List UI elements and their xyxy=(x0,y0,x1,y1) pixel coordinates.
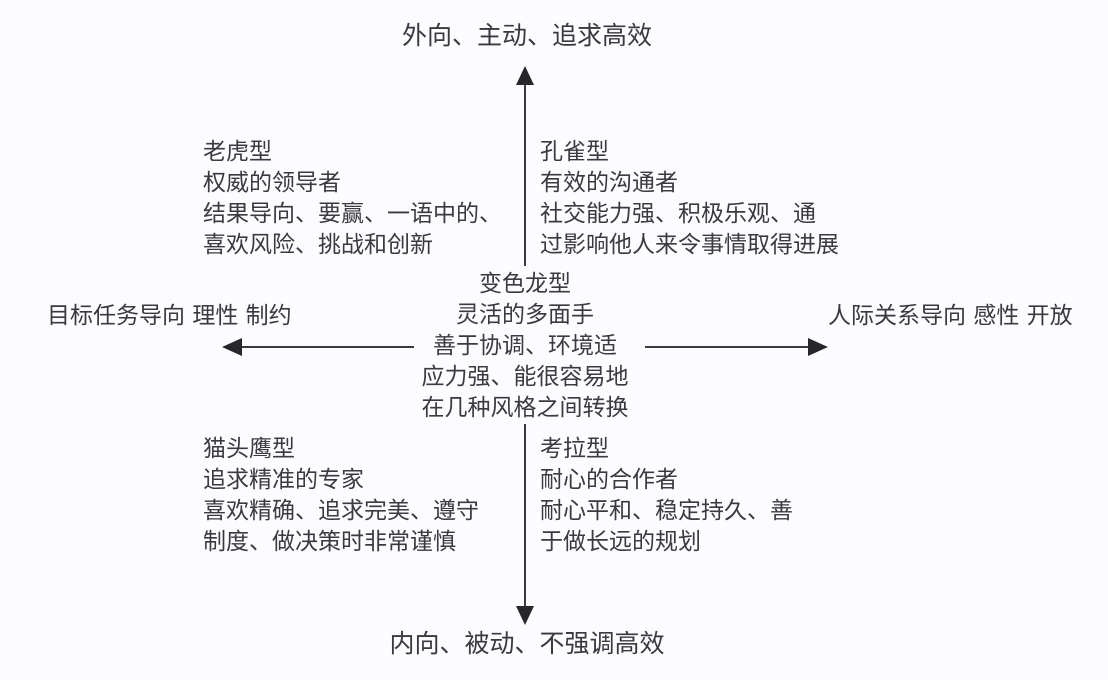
axis-left-arrow-icon xyxy=(222,338,242,356)
axis-horizontal-right-segment xyxy=(645,346,808,348)
axis-right-label-line3: 开放 xyxy=(1026,303,1073,329)
axis-down-arrow-icon xyxy=(516,606,534,625)
quadrant-koala-traits-line2: 于做长远的规划 xyxy=(540,529,701,555)
quadrant-peacock-role: 有效的沟通者 xyxy=(540,170,678,196)
axis-right-arrow-icon xyxy=(808,338,828,356)
quadrant-top-left-tiger: 老虎型 权威的领导者 结果导向、要赢、一语中的、 喜欢风险、挑战和创新 xyxy=(203,137,502,261)
quadrant-peacock-traits-line2: 过影响他人来令事情取得进展 xyxy=(540,232,839,258)
axis-right-label: 人际关系导向 感性 开放 xyxy=(828,301,1073,332)
axis-up-arrow-icon xyxy=(516,66,534,85)
quadrant-owl-role: 追求精准的专家 xyxy=(203,467,364,493)
center-chameleon-traits-line2: 应力强、能很容易地 xyxy=(421,364,629,390)
axis-left-label-line3: 制约 xyxy=(245,303,292,329)
center-chameleon-role: 灵活的多面手 xyxy=(456,302,594,328)
quadrant-peacock-name: 孔雀型 xyxy=(540,139,609,165)
center-chameleon-traits-line3: 在几种风格之间转换 xyxy=(421,395,629,421)
axis-vertical-upper-segment xyxy=(524,84,526,266)
axis-top-label: 外向、主动、追求高效 xyxy=(401,21,652,50)
quadrant-owl-name: 猫头鹰型 xyxy=(203,436,295,462)
quadrant-koala-role: 耐心的合作者 xyxy=(540,467,678,493)
axis-left-label: 目标任务导向 理性 制约 xyxy=(47,301,292,332)
quadrant-tiger-name: 老虎型 xyxy=(203,139,272,165)
quadrant-peacock-traits-line1: 社交能力强、积极乐观、通 xyxy=(540,201,816,227)
quadrant-bottom-left-owl: 猫头鹰型 追求精准的专家 喜欢精确、追求完美、遵守 制度、做决策时非常谨慎 xyxy=(203,434,479,558)
quadrant-tiger-traits-line1: 结果导向、要赢、一语中的、 xyxy=(203,201,502,227)
axis-left-label-line2: 理性 xyxy=(192,303,239,329)
quadrant-top-right-peacock: 孔雀型 有效的沟通者 社交能力强、积极乐观、通 过影响他人来令事情取得进展 xyxy=(540,137,839,261)
axis-right-label-line1: 人际关系导向 xyxy=(828,303,966,329)
center-block-chameleon: 变色龙型 灵活的多面手 善于协调、环境适 应力强、能很容易地 在几种风格之间转换 xyxy=(375,269,675,424)
quadrant-koala-traits-line1: 耐心平和、稳定持久、善 xyxy=(540,498,793,524)
center-chameleon-name: 变色龙型 xyxy=(479,271,571,297)
quadrant-owl-traits-line2: 制度、做决策时非常谨慎 xyxy=(203,529,456,555)
quadrant-owl-traits-line1: 喜欢精确、追求完美、遵守 xyxy=(203,498,479,524)
axis-horizontal-left-segment xyxy=(242,346,414,348)
axis-bottom-label: 内向、被动、不强调高效 xyxy=(389,629,665,658)
axis-right-label-line2: 感性 xyxy=(973,303,1020,329)
center-chameleon-traits-line1: 善于协调、环境适 xyxy=(433,333,617,359)
axis-vertical-lower-segment xyxy=(524,424,526,606)
quadrant-tiger-traits-line2: 喜欢风险、挑战和创新 xyxy=(203,232,433,258)
axis-left-label-line1: 目标任务导向 xyxy=(47,303,185,329)
quadrant-bottom-right-koala: 考拉型 耐心的合作者 耐心平和、稳定持久、善 于做长远的规划 xyxy=(540,434,793,558)
quadrant-koala-name: 考拉型 xyxy=(540,436,609,462)
quadrant-tiger-role: 权威的领导者 xyxy=(203,170,341,196)
